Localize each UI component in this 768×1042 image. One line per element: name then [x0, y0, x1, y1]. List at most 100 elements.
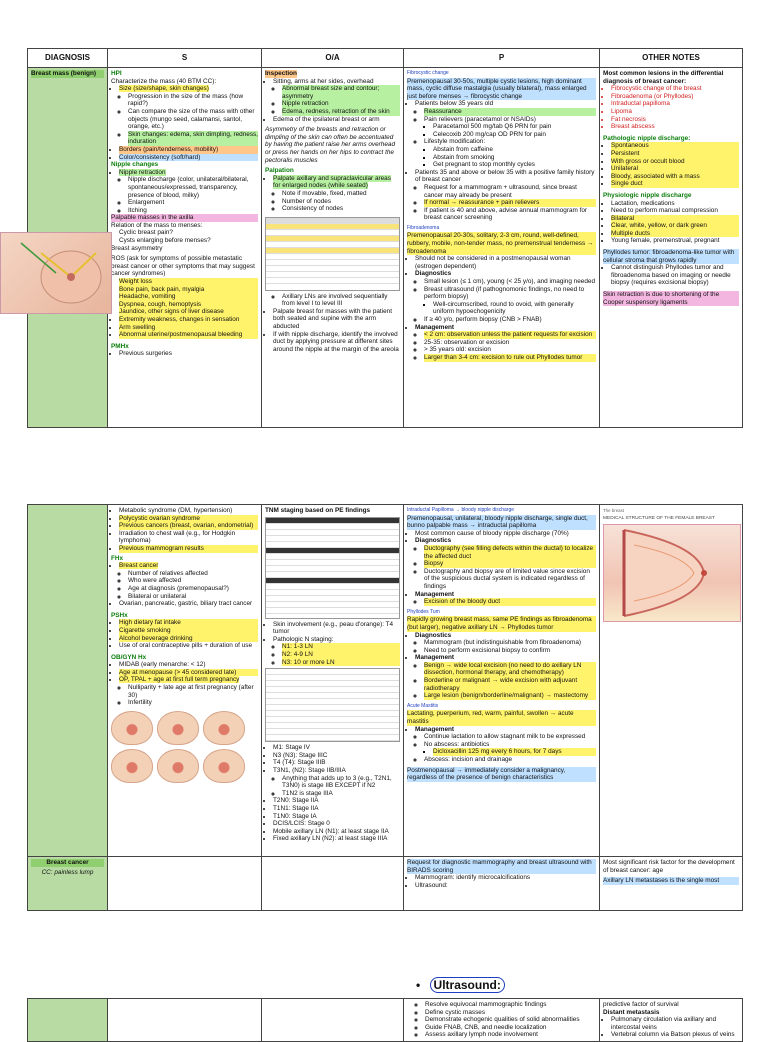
- list-item: Should not be considered in a postmenopa…: [415, 255, 596, 270]
- list-item: Edema, redness, retraction of the skin: [282, 107, 400, 116]
- list-item: Mobile axillary LN (N1): at least stage …: [273, 828, 400, 836]
- list-item: OP, TPAL + age at first full term pregna…: [119, 676, 258, 706]
- list-item: Edema of the ipsilateral breast or arm: [273, 116, 400, 124]
- tnm-table-image: [265, 516, 400, 619]
- palpation-list: Palpate axillary and supraclavicular are…: [265, 174, 400, 213]
- list-item: Bilateral or unilateral: [128, 593, 258, 601]
- fibroadenoma-summary: Premenopausal 20-30s, solitary, 2-3 cm, …: [407, 232, 596, 256]
- list-item: Benign → wide local excision (no need to…: [424, 661, 596, 678]
- list-item: N1: 1-3 LN: [282, 643, 400, 651]
- list-item: Metabolic syndrome (DM, hypertension): [119, 507, 258, 515]
- pathologic-label: Pathologic nipple discharge:: [603, 134, 691, 142]
- list-item: Dyspnea, cough, hemoptysis: [119, 300, 258, 309]
- cancer-oa-cell: [261, 856, 404, 911]
- medical-structure-title: MEDICAL STRUCTURE OF THE FEMALE BREAST: [603, 515, 715, 521]
- inspection-list: Sitting, arms at her sides, overhead Abn…: [265, 78, 400, 124]
- risk-list: Metabolic syndrome (DM, hypertension) Po…: [111, 507, 258, 553]
- fibrocystic-list: Patients below 35 years old Reassurance …: [407, 100, 596, 222]
- list-item: Can compare the size of the mass with ot…: [128, 108, 258, 131]
- list-item: T4 (T4): Stage IIIB: [273, 759, 400, 767]
- axillary-ln-note: Axillary LN metastases is the single mos…: [603, 877, 739, 885]
- relation-menses: Relation of the mass to menses:: [111, 221, 203, 229]
- survival-note: predictive factor of survival: [603, 1001, 679, 1008]
- list-item: Fibrocystic change of the breast: [611, 85, 739, 93]
- papilloma-label: Intraductal Papilloma → bloody nipple di…: [407, 507, 515, 513]
- list-item: Consistency of nodes: [282, 205, 400, 213]
- fhx-label: FHx: [111, 554, 124, 562]
- list-item: Abnormal uterine/postmenopausal bleeding: [119, 331, 258, 339]
- list-item: Ductography and biopsy are of limited va…: [424, 568, 596, 591]
- list-item: If with nipple discharge, identify the i…: [273, 331, 400, 354]
- breast-illustration: [157, 748, 199, 783]
- characterize-text: Characterize the mass (40 BTM CC):: [111, 77, 217, 85]
- phyllodes-summary: Rapidly growing breast mass, same PE fin…: [407, 616, 596, 632]
- list-item: N3 (N3): Stage IIIC: [273, 752, 400, 760]
- hpi-label: HPI: [111, 70, 122, 77]
- mastitis-summary: Lactating, puerperium, red, warm, painfu…: [407, 710, 596, 726]
- list-item: M1: Stage IV: [273, 744, 400, 752]
- list-item: Resolve equivocal mammographic findings: [425, 1001, 596, 1009]
- list-item: Persistent: [611, 149, 739, 158]
- papilloma-list: Most common cause of bloody nipple disch…: [407, 530, 596, 606]
- list-item: Breast cancer Number of relatives affect…: [119, 562, 258, 600]
- list-item: Diagnostics Ductography (see filling def…: [415, 537, 596, 590]
- list-item: Spontaneous: [611, 142, 739, 150]
- list-item: DCIS/LCIS: Stage 0: [273, 820, 400, 828]
- list-item: With gross or occult blood: [611, 157, 739, 166]
- list-item: Management Continue lactation to allow s…: [415, 726, 596, 764]
- list-item: Borders (pain/tenderness, mobility): [119, 145, 258, 154]
- list-item: Abnormal breast size and contour; asymme…: [282, 85, 400, 101]
- phyllodes-list: Cannot distinguish Phyllodes tumor and f…: [603, 264, 739, 287]
- header-oa: O/A: [261, 48, 404, 68]
- header-p: P: [403, 48, 600, 68]
- list-item: Nipple retraction Nipple discharge (colo…: [119, 168, 258, 215]
- list-item: Palpate breast for masses with the patie…: [273, 308, 400, 331]
- list-item: Number of nodes: [282, 198, 400, 206]
- breast-illustration: [111, 710, 153, 745]
- nipple-list: Nipple retraction Nipple discharge (colo…: [111, 168, 258, 215]
- breast-illustration: [203, 748, 245, 783]
- list-item: T3N1, (N2): Stage IIB/IIIA Anything that…: [273, 767, 400, 797]
- s-cell-continued: Metabolic syndrome (DM, hypertension) Po…: [107, 504, 262, 857]
- list-item: Sitting, arms at her sides, overhead Abn…: [273, 78, 400, 116]
- list-item: Previous cancers (breast, ovarian, endom…: [119, 522, 258, 530]
- breast-illustration: [111, 748, 153, 783]
- palpation-label: Palpation: [265, 167, 294, 175]
- ultrasound-list: Resolve equivocal mammographic findings …: [407, 1001, 596, 1039]
- list-item: T1N2 is stage IIIA: [282, 790, 400, 798]
- cancer-diagnosis-continued: [27, 998, 108, 1042]
- breast-illustration: [157, 710, 199, 745]
- skin-retraction-note: Skin retraction is due to shortening of …: [603, 291, 739, 307]
- sheet-2: Metabolic syndrome (DM, hypertension) Po…: [27, 504, 743, 911]
- list-item: Ultrasound:: [415, 882, 596, 890]
- list-item: T1N1: Stage IIA: [273, 805, 400, 813]
- skin-involvement-list: Skin involvement (e.g., peau d'orange): …: [265, 621, 400, 667]
- list-item: Bloody, associated with a mass: [611, 172, 739, 181]
- diagnosis-cell-continued: [27, 504, 108, 857]
- list-item: Get pregnant to stop monthly cycles: [433, 161, 596, 169]
- metastasis-list: Pulmonary circulation via axillary and i…: [603, 1016, 739, 1039]
- breast-development-figure: [111, 710, 258, 783]
- row-benign-mass: Breast mass (benign) HPI Characterize th…: [27, 67, 743, 428]
- list-item: Patients below 35 years old Reassurance …: [415, 100, 596, 168]
- palpable-masses: Palpable masses in the axilla: [111, 214, 258, 222]
- oa-cell: Inspection Sitting, arms at her sides, o…: [261, 67, 404, 428]
- list-item: Pain relievers (paracetamol or NSAIDs) P…: [424, 116, 596, 139]
- list-item: Nulliparity + late age at first pregnanc…: [128, 684, 258, 699]
- cancer-p-continued: Resolve equivocal mammographic findings …: [403, 998, 600, 1042]
- list-item: Cysts enlarging before menses?: [119, 237, 258, 245]
- list-item: Assess axillary lymph node involvement: [425, 1031, 596, 1039]
- list-item: Patients 35 and above or below 35 with a…: [415, 169, 596, 222]
- list-item: Most common cause of bloody nipple disch…: [415, 530, 596, 538]
- list-item: Size (size/shape, skin changes) Progress…: [119, 85, 258, 146]
- list-item: Larger than 3-4 cm: excision to rule out…: [424, 353, 596, 362]
- pshx-list: High dietary fat intake Cigarette smokin…: [111, 619, 258, 649]
- list-item: Breast abscess: [611, 123, 739, 131]
- list-item: Use of oral contraceptive pills + durati…: [119, 642, 258, 650]
- list-item: N3: 10 or more LN: [282, 658, 400, 667]
- stage-list: M1: Stage IV N3 (N3): Stage IIIC T4 (T4)…: [265, 744, 400, 843]
- cancer-notes-cell: Most significant risk factor for the dev…: [599, 856, 743, 911]
- list-item: 25-35: observation or excision: [424, 339, 596, 347]
- s-cell: HPI Characterize the mass (40 BTM CC): S…: [107, 67, 262, 428]
- list-item: Large lesion (benign/borderline/malignan…: [424, 692, 596, 700]
